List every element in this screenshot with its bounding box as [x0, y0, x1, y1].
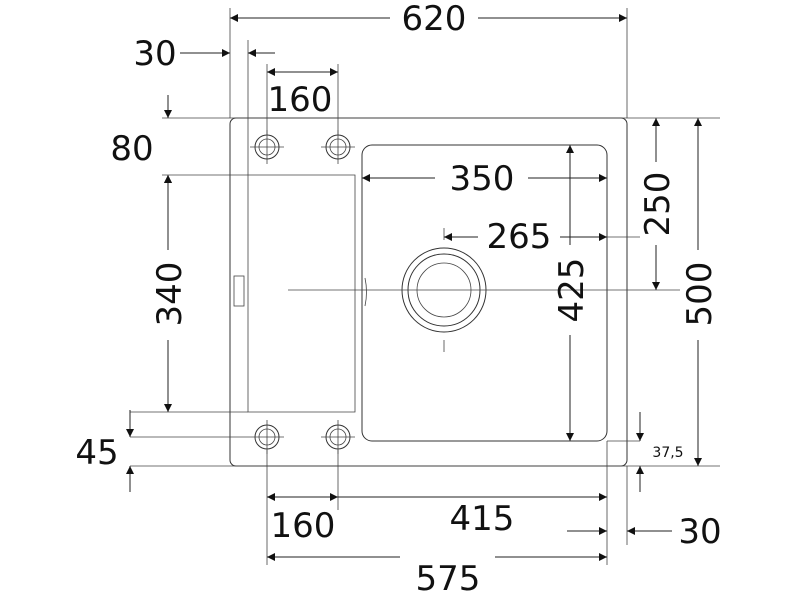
label-overall-width: 620 — [402, 0, 467, 39]
label-bowl-top-offset: 250 — [638, 172, 678, 237]
label-bottom-span: 575 — [416, 559, 481, 599]
extension-lines — [130, 8, 720, 565]
bowl-outline — [361, 144, 608, 442]
label-tap-spacing-bottom: 160 — [271, 506, 336, 546]
label-overall-depth: 500 — [680, 262, 720, 327]
dimension-labels: 620 30 160 80 350 265 45 160 415 30 575 … — [75, 0, 721, 599]
label-bowl-width: 350 — [450, 159, 515, 199]
tap-hole-bottom-left — [250, 420, 284, 454]
overflow-slot — [233, 275, 245, 307]
label-bowl-span: 415 — [450, 499, 515, 539]
drainer-area — [247, 174, 356, 413]
label-bottom-strip: 45 — [75, 433, 118, 473]
overflow-mark — [364, 277, 367, 307]
label-waste-offset: 265 — [487, 217, 552, 257]
tap-hole-top-right — [321, 130, 355, 164]
dimension-lines — [126, 14, 702, 561]
label-drainer-length: 340 — [150, 262, 190, 327]
label-right-offset: 30 — [678, 512, 721, 552]
label-bowl-bottom-offset: 37,5 — [652, 445, 683, 461]
label-left-offset: 30 — [133, 34, 176, 74]
label-top-strip: 80 — [110, 129, 153, 169]
tap-hole-top-left — [250, 130, 284, 164]
tap-hole-bottom-right — [321, 420, 355, 454]
label-tap-spacing-top: 160 — [268, 80, 333, 120]
tap-holes — [250, 130, 355, 454]
label-bowl-depth: 425 — [552, 258, 592, 323]
